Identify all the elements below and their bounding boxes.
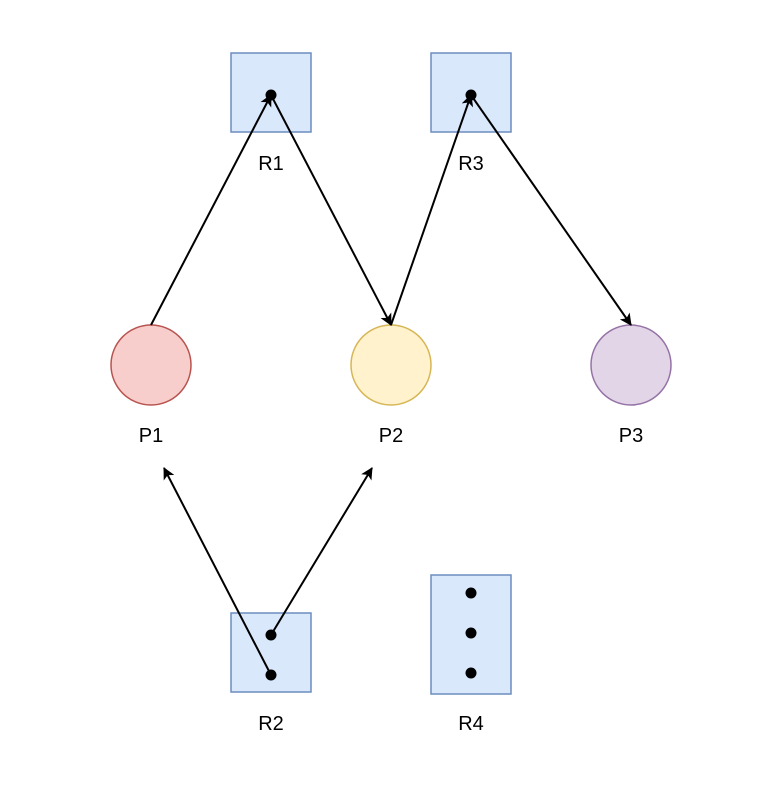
edge-r2-to-p2 <box>270 467 373 636</box>
process-p1-node <box>110 324 192 406</box>
edge-p1-to-r1 <box>150 94 272 326</box>
process-p2-label: P2 <box>379 425 403 447</box>
process-p1-label: P1 <box>139 425 163 447</box>
resource-r1-label: R1 <box>258 153 284 175</box>
resource-r4-label: R4 <box>458 713 484 735</box>
process-p3-node <box>590 324 672 406</box>
process-p3-label: P3 <box>619 425 643 447</box>
resource-r2-label: R2 <box>258 713 284 735</box>
resource-r4-instance-dot-3 <box>465 667 477 679</box>
resource-r4-instance-dot-2 <box>465 627 477 639</box>
process-p2[interactable]: P2 <box>350 324 432 447</box>
edge-r3-to-p3 <box>470 94 632 326</box>
edge-p2-to-r3 <box>390 94 474 326</box>
process-p3[interactable]: P3 <box>590 324 672 447</box>
resource-r4[interactable]: R4 <box>430 574 512 735</box>
resource-r3[interactable]: R3 <box>430 52 512 175</box>
resource-r4-instance-dot-1 <box>465 587 477 599</box>
process-p2-node <box>350 324 432 406</box>
edge-r1-to-p2 <box>270 94 392 326</box>
resource-r2[interactable]: R2 <box>230 612 312 735</box>
resource-r3-box <box>430 52 512 133</box>
resource-r1[interactable]: R1 <box>230 52 312 175</box>
process-p1[interactable]: P1 <box>110 324 192 447</box>
resource-r3-label: R3 <box>458 153 484 175</box>
edge-r2-to-p1 <box>163 467 272 676</box>
